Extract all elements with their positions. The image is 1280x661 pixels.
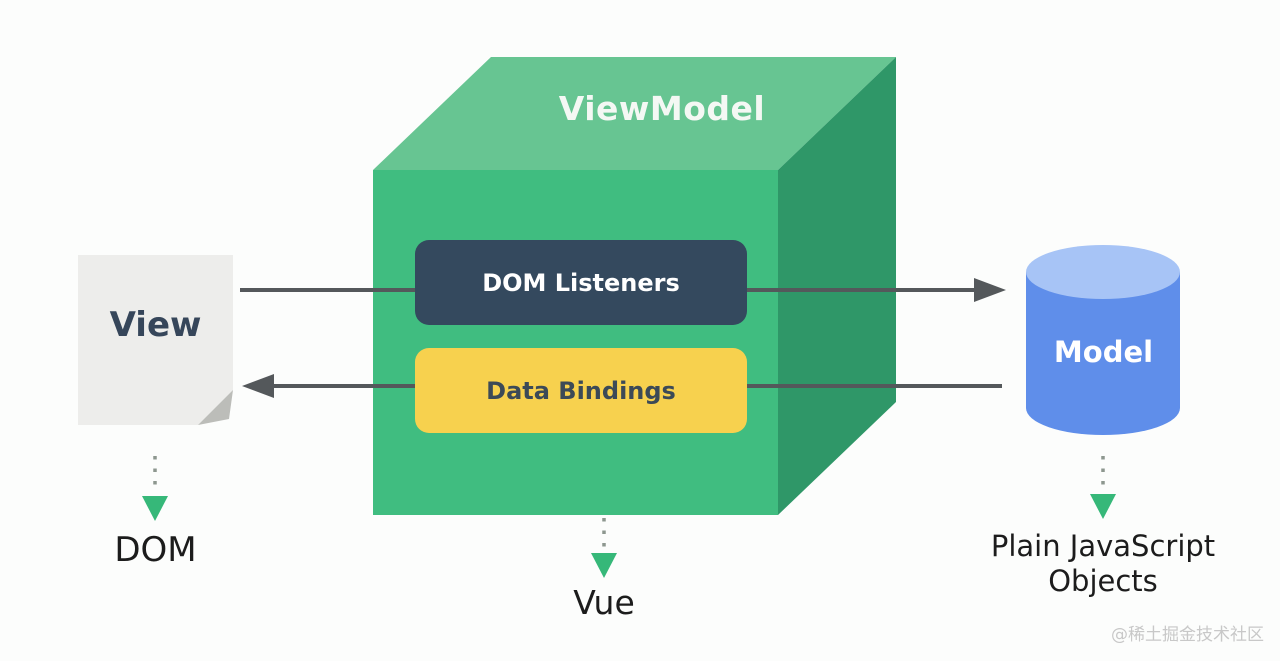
cube-right-face [778,57,896,515]
viewmodel-title: ViewModel [558,88,766,128]
model-cylinder-top [1026,245,1180,299]
data-bindings-box: Data Bindings [415,348,747,433]
dom-listeners-box: DOM Listeners [415,240,747,325]
model-label: Model [1053,335,1154,369]
dotted-arrow-viewmodel-to-vue [591,518,617,578]
arrow-right-head-icon [974,278,1006,302]
dom-listeners-label: DOM Listeners [482,268,680,297]
dotted-arrow-head-icon [142,496,168,521]
view-label: View [109,305,202,345]
dotted-arrow-head-icon [591,553,617,578]
cube-top-face [373,57,896,170]
view-page-icon [78,255,233,425]
model-cylinder-body [1026,272,1180,435]
watermark: @稀土掘金技术社区 [1111,625,1264,645]
data-bindings-label: Data Bindings [486,376,676,405]
dom-caption: DOM [114,530,197,570]
vue-caption: Vue [573,582,635,622]
dotted-arrow-view-to-dom [142,456,168,521]
plain-javascript-objects-caption: Plain JavaScript Objects [990,528,1216,598]
arrow-left-head-icon [242,374,274,398]
view-page-fold-icon [198,390,233,425]
dotted-arrow-model-to-pjo [1090,456,1116,519]
cube-front-face [373,170,778,515]
dotted-arrow-head-icon [1090,494,1116,519]
